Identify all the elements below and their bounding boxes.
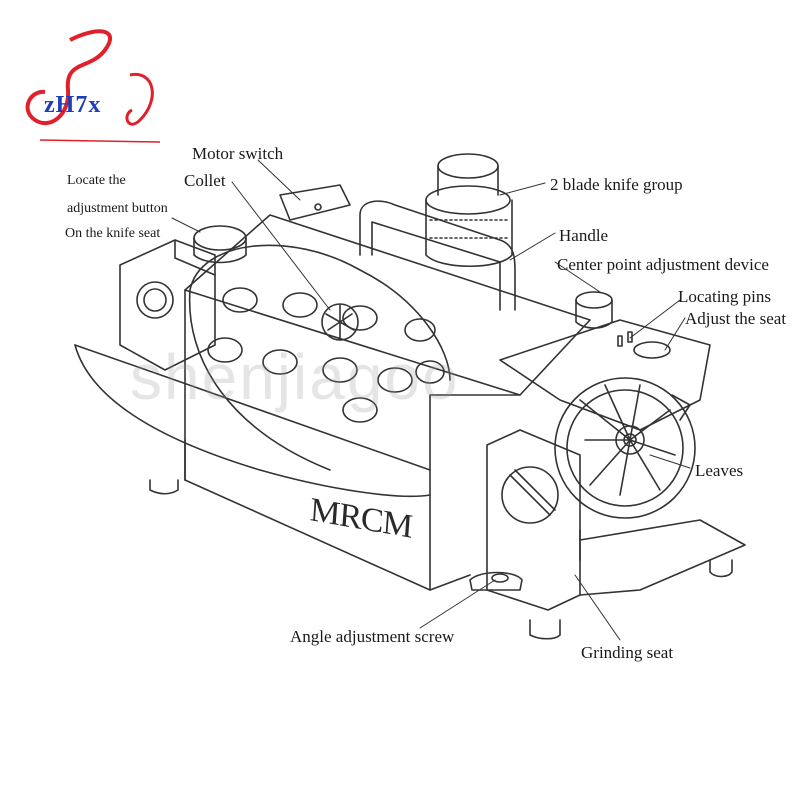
- leader-angle-screw: [419, 579, 496, 629]
- grinding-seat-block: [486, 429, 581, 611]
- leader-center-point: [554, 261, 601, 293]
- adjust-seat-platform: [499, 319, 711, 431]
- logo-underline: [39, 139, 161, 143]
- label-motor-switch: Motor switch: [192, 144, 284, 163]
- grinding-wheel: [554, 377, 696, 519]
- adjust-knob-left: [193, 225, 247, 251]
- collet-tray: [74, 344, 431, 498]
- label-locate-1: Locate the: [67, 173, 126, 188]
- label-collet: Collet: [184, 171, 226, 190]
- label-leaves: Leaves: [695, 461, 744, 480]
- label-handle: Handle: [559, 226, 609, 245]
- label-angle-screw: Angle adjustment screw: [290, 627, 455, 646]
- leaves-blades: [579, 384, 676, 496]
- label-center-point: Center point adjustment device: [557, 255, 769, 274]
- logo-text: zH7x: [44, 92, 102, 118]
- blade-group-top: [437, 153, 499, 179]
- body-top-plate: [184, 214, 591, 396]
- leader-blade-group: [499, 182, 546, 196]
- leader-collet: [231, 181, 331, 311]
- leader-motor-switch: [257, 159, 301, 201]
- leader-locate: [171, 217, 201, 233]
- watermark: shenjiagoo: [130, 341, 460, 413]
- leader-adjust-seat: [664, 317, 686, 351]
- logo-swirl-red: [25, 29, 113, 126]
- label-locate-3: On the knife seat: [65, 226, 161, 241]
- angle-screw-part: [469, 571, 523, 591]
- label-locating-pins: Locating pins: [678, 287, 772, 306]
- center-point-knob: [575, 291, 613, 309]
- label-adjust-seat: Adjust the seat: [685, 309, 787, 328]
- leader-locating-pins: [629, 299, 681, 339]
- handle-part: [359, 200, 516, 311]
- label-grinding-seat: Grinding seat: [581, 643, 674, 662]
- base-plate: [579, 519, 746, 596]
- logo-swirl-red-2: [125, 73, 154, 126]
- brand-logo: [25, 29, 161, 143]
- leader-leaves: [649, 454, 691, 469]
- label-blade-group: 2 blade knife group: [550, 175, 683, 194]
- cover-arc: [189, 244, 451, 381]
- body-front-lower: [184, 439, 471, 591]
- leader-handle: [509, 232, 556, 261]
- leader-grinding-seat: [574, 574, 621, 641]
- motor-switch-part: [279, 184, 351, 221]
- knife-seat-hole: [136, 281, 174, 319]
- label-locate-2: adjustment button: [67, 201, 168, 216]
